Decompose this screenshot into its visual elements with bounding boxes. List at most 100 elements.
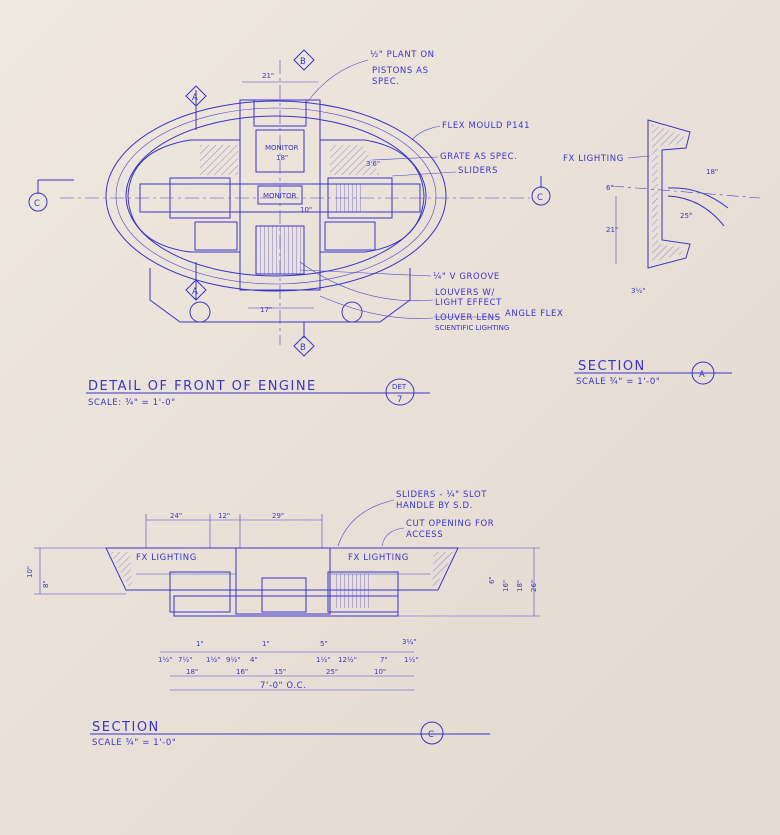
section-c-lower-a-3: 1½" [206, 656, 220, 664]
label-monitor-top: MONITOR [265, 144, 299, 152]
section-c-sub-1: 16" [236, 668, 248, 676]
dim-front-17: 17" [260, 306, 272, 314]
leader-plant-on [305, 59, 369, 105]
marker-a-bottom: A [185, 262, 207, 301]
section-c-right-wall [432, 552, 454, 586]
section-c-sliders-leader [337, 499, 395, 547]
right-lower-recess [324, 221, 376, 251]
section-a-scale: SCALE ¾" = 1'-0" [576, 377, 660, 387]
marker-b-bottom: B [293, 322, 315, 357]
dim-front-10: 10" [300, 206, 312, 214]
section-c-cut-leader [381, 527, 405, 547]
section-a-dim-6: 6" [606, 184, 614, 192]
section-c-access: ACCESS [406, 530, 443, 540]
leader-louver-lens [319, 295, 434, 319]
left-recess [127, 139, 241, 253]
section-c-overall: 7'-0" O.C. [260, 681, 307, 691]
dim-front-21: 21" [262, 72, 274, 80]
section-a-fx-label: FX LIGHTING [563, 154, 624, 164]
inner-oval [125, 115, 427, 277]
label-light-effect: LIGHT EFFECT [435, 298, 502, 308]
section-c-top-dim-2: 29" [272, 512, 284, 520]
section-a-marker: A [699, 370, 705, 380]
section-c-right-grate [336, 574, 370, 608]
det-number: 7 [397, 395, 403, 405]
section-a-dim-18: 18" [706, 168, 718, 176]
section-c-marker: C [428, 730, 435, 740]
section-c-lower-a-6: 1" [262, 640, 270, 648]
section-c-lower-a-4: 9½" [226, 656, 240, 664]
section-c-right-dim-0: 6" [488, 576, 496, 584]
top-plant-on [253, 99, 307, 127]
section-a-dim-25: 25° [680, 212, 692, 220]
section-c-fx-right: FX LIGHTING [348, 553, 409, 563]
marker-c-left-label: C [34, 199, 41, 209]
section-c-top-dim-1: 12" [218, 512, 230, 520]
section-c-title: SECTION [92, 720, 160, 735]
label-monitor-bottom: MONITOR [263, 192, 297, 200]
left-recess-hatch [200, 145, 238, 175]
section-c-lower-b-1: 5" [320, 640, 328, 648]
section-c-lower-b-5: 3¼" [402, 638, 416, 646]
section-a-dim-21: 21" [606, 226, 618, 234]
marker-c-left: C [28, 179, 74, 212]
marker-b-top-label: B [300, 57, 306, 67]
marker-a-bottom-label: A [192, 287, 198, 297]
label-grate: GRATE AS SPEC. [440, 152, 517, 162]
leader-flex-mould [411, 125, 441, 141]
label-groove: ¼" V GROOVE [433, 272, 500, 282]
section-c-sliders: SLIDERS - ¼" SLOT [396, 490, 487, 500]
section-a-fx-leader [627, 155, 651, 159]
section-c-view: SLIDERS - ¼" SLOT HANDLE BY S.D. CUT OPE… [26, 490, 540, 748]
left-lower-recess [194, 221, 238, 251]
section-c-lower-a-0: 1½" [158, 656, 172, 664]
section-c-scale: SCALE ¾" = 1'-0" [92, 738, 176, 748]
label-flex-mould: FLEX MOULD P141 [442, 121, 530, 131]
marker-c-right: C [531, 176, 551, 206]
section-c-right-dim-1: 16" [502, 580, 510, 592]
label-angle-flex: ANGLE FLEX [505, 309, 563, 319]
section-c-fx-left: FX LIGHTING [136, 553, 197, 563]
marker-a-top-label: A [192, 93, 198, 103]
left-port [189, 301, 211, 323]
section-c-lower-b-4: 1½" [404, 656, 418, 664]
section-c-left-block [169, 571, 231, 613]
marker-a-top: A [185, 85, 207, 130]
section-a-view: FX LIGHTING 18" 6" 21" 25° 3½" SECTION S… [563, 119, 761, 387]
front-view-title: DETAIL OF FRONT OF ENGINE [88, 379, 317, 394]
section-c-lower-a-5: 4" [250, 656, 258, 664]
section-c-cut: CUT OPENING FOR [406, 519, 494, 529]
section-c-sub-0: 18" [186, 668, 198, 676]
section-c-lower-b-3: 7" [380, 656, 388, 664]
leader-grate [371, 156, 439, 161]
marker-c-right-label: C [537, 193, 544, 203]
marker-b-bottom-label: B [300, 343, 306, 353]
section-c-right-dim-3: 26" [530, 580, 538, 592]
section-a-hatch [652, 124, 684, 262]
front-view: A A B B C C ½" PLANT ON PISTONS [28, 49, 563, 408]
label-scientific-lighting: SCIENTIFIC LIGHTING [435, 324, 509, 332]
section-c-handle: HANDLE BY S.D. [396, 501, 473, 511]
section-c-bubble [420, 721, 444, 745]
det-bubble [385, 378, 415, 406]
front-view-scale: SCALE: ¾" = 1'-0" [88, 398, 176, 408]
section-c-sub-2: 15" [274, 668, 286, 676]
section-c-left-dim-0: 10" [26, 566, 34, 578]
section-c-top-dim-0: 24" [170, 512, 182, 520]
section-c-lower-a-2: 1" [196, 640, 204, 648]
leader-groove [299, 269, 432, 277]
section-c-right-block [327, 571, 399, 613]
flange-oval [115, 107, 437, 285]
right-recess-hatch [330, 145, 380, 175]
label-pistons-spec: SPEC. [372, 77, 400, 87]
section-c-right-dim-2: 18" [516, 580, 524, 592]
section-c-base [173, 595, 399, 617]
leader-sliders [391, 171, 457, 177]
section-c-sub-4: 10" [374, 668, 386, 676]
marker-b-top: B [293, 49, 315, 71]
section-a-profile [647, 119, 691, 269]
dim-front-36: 3'6" [366, 160, 380, 168]
det-label: DET [392, 383, 407, 391]
